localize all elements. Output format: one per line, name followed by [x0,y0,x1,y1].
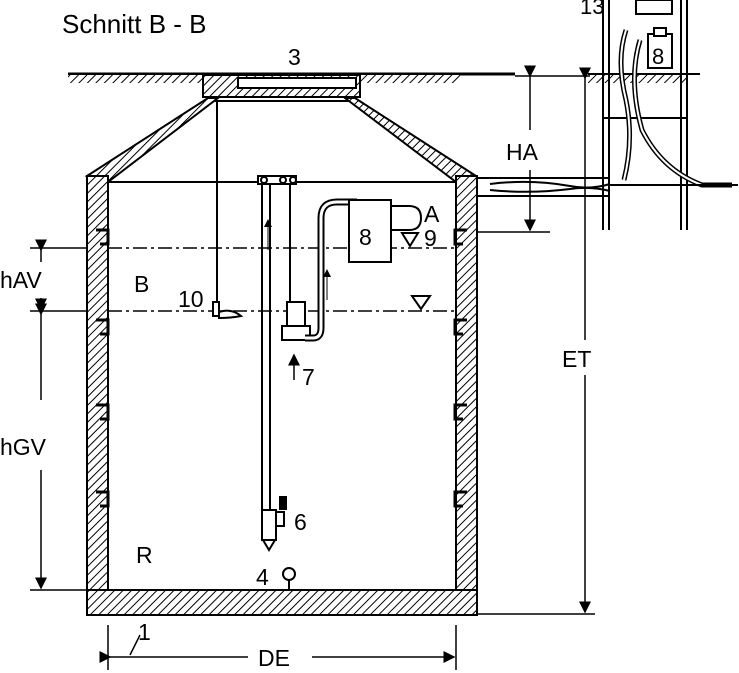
label-float-10: 10 [178,286,204,312]
tank-cone [84,97,479,184]
label-control-13: 13 [580,0,604,19]
ground-surface [68,72,700,83]
level-marker-upper-icon [400,232,420,248]
label-suction-6: 6 [294,509,307,535]
label-wall-1: 1 [138,619,151,645]
label-control-8: 8 [652,44,664,69]
label-h-av: hAV [0,267,42,293]
label-zone-r: R [136,542,153,568]
tank-walls [86,175,478,616]
label-level-9: 9 [424,225,437,251]
sensor-4 [282,567,296,591]
label-diameter: DE [258,645,290,671]
label-inlet-height: HA [506,139,539,165]
manhole-lid [202,74,361,102]
label-zone-a: A [424,201,440,227]
label-h-gv: hGV [0,434,47,460]
float-switch [212,100,244,320]
label-pump-7: 7 [302,364,315,390]
inlet-pipe [477,177,611,197]
section-title: Schnitt B - B [62,9,207,39]
level-marker-lower-icon [410,295,432,311]
label-sensor-4: 4 [256,564,269,590]
suction-pipe [257,175,297,552]
label-lid: 3 [288,44,301,70]
wall-steps [96,228,467,508]
control-box [602,0,738,230]
label-pump-inlet: 8 [359,224,372,250]
dimension-lines [30,65,595,670]
label-zone-b: B [134,271,149,297]
water-levels [108,232,456,312]
submersible-pump [264,184,331,380]
label-installation-depth: ET [562,346,591,372]
pump-unit-8 [348,199,423,263]
